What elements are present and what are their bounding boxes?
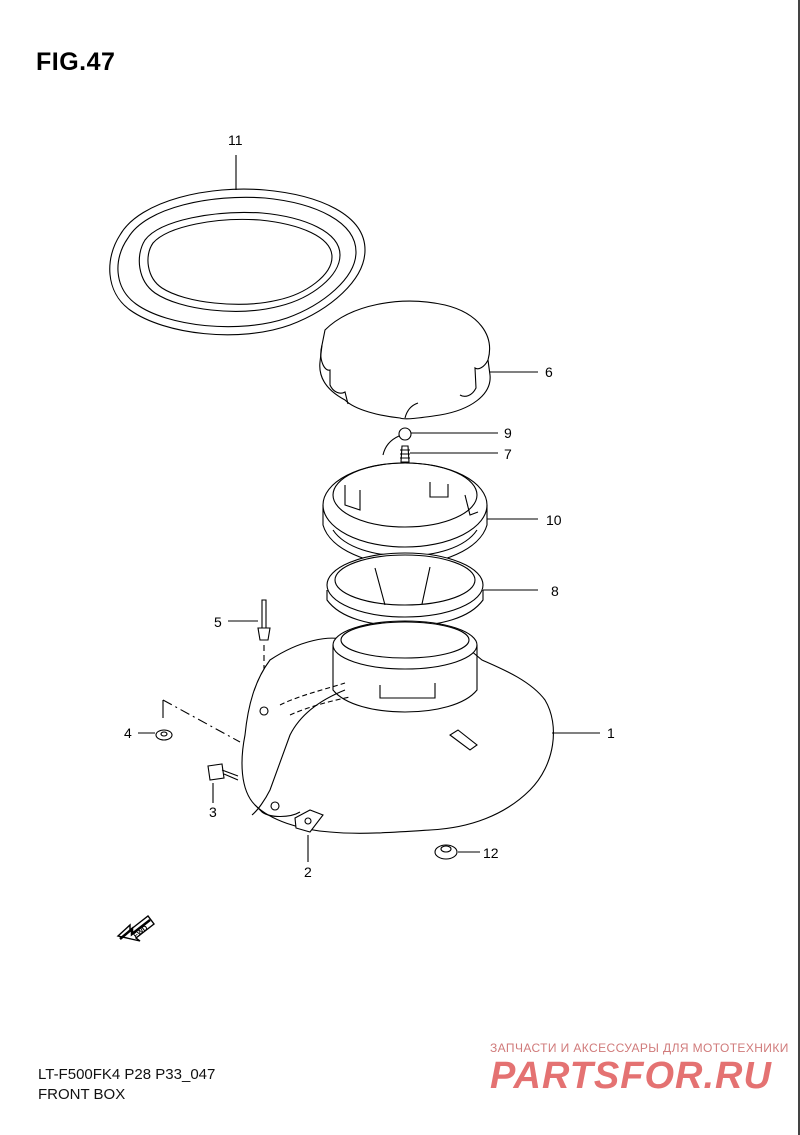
callout-11: 11	[228, 132, 243, 148]
page-border	[798, 0, 800, 1135]
callout-7: 7	[504, 446, 512, 462]
fwd-arrow-icon: FWD	[116, 915, 155, 942]
callout-10: 10	[546, 512, 562, 528]
part-9-clip[interactable]	[382, 427, 412, 456]
part-7-pin[interactable]	[400, 445, 410, 463]
callout-1: 1	[607, 725, 615, 741]
part-5-rivet[interactable]	[257, 599, 271, 641]
svg-text:PARTSFOR.RU: PARTSFOR.RU	[490, 1055, 772, 1097]
callout-12: 12	[483, 845, 499, 861]
callout-6: 6	[545, 364, 553, 380]
watermark-tagline: ЗАПЧАСТИ И АКСЕССУАРЫ ДЛЯ МОТОТЕХНИКИ	[490, 1041, 789, 1055]
part-11-seal-ring[interactable]	[109, 188, 366, 336]
figure-title: FIG.47	[36, 48, 116, 76]
model-code: LT-F500FK4 P28 P33_047	[38, 1066, 216, 1083]
callout-4: 4	[124, 725, 132, 741]
part-3-screw[interactable]	[207, 763, 239, 781]
part-2-plate-nut[interactable]	[294, 809, 324, 833]
callout-5: 5	[214, 614, 222, 630]
callout-3: 3	[209, 804, 217, 820]
callout-2: 2	[304, 864, 312, 880]
callout-8: 8	[551, 583, 559, 599]
part-1-front-box[interactable]	[241, 620, 554, 834]
callout-9: 9	[504, 425, 512, 441]
part-8-inner-ring[interactable]	[326, 552, 484, 627]
part-6-lid[interactable]	[319, 300, 491, 420]
part-4-nut[interactable]	[155, 729, 173, 741]
watermark-logo: PARTSFOR.RU	[490, 1055, 772, 1097]
section-name: FRONT BOX	[38, 1086, 126, 1103]
part-12-grommet[interactable]	[434, 844, 458, 860]
part-10-lock-ring[interactable]	[322, 462, 488, 566]
